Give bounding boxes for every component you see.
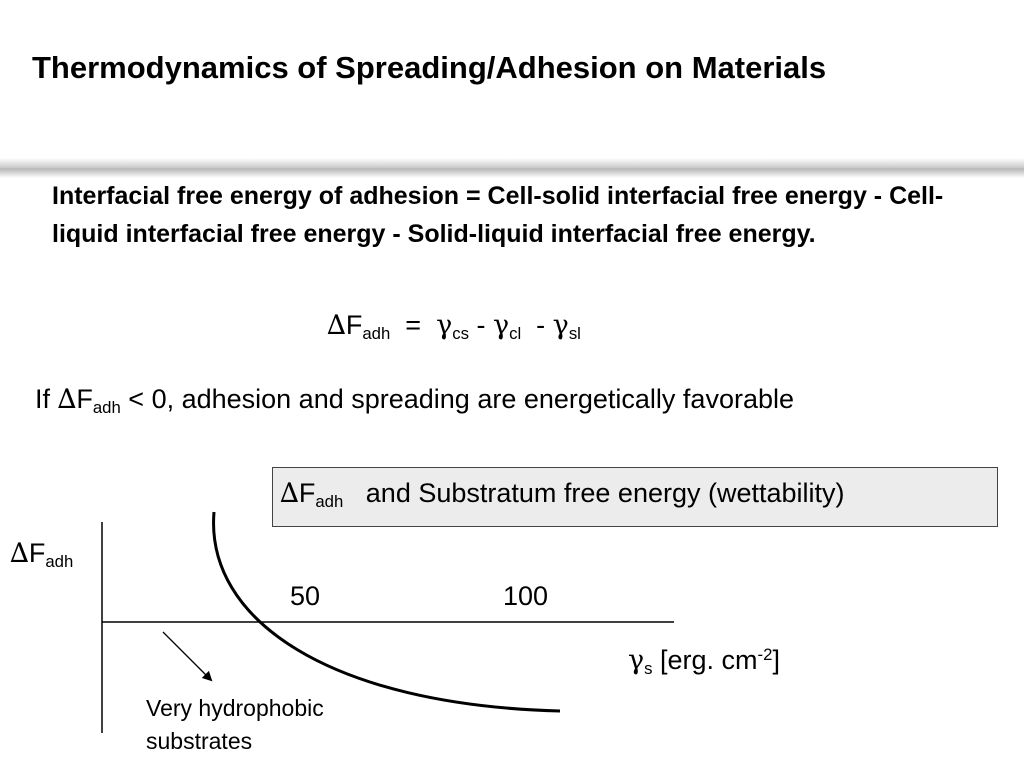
condition-suffix: < 0, adhesion and spreading are energeti… [120, 384, 795, 414]
y-label-sub: adh [45, 552, 74, 572]
x-axis-label: γs [erg. cm-2] [628, 645, 780, 679]
delta-symbol: ∆ [10, 538, 29, 569]
box-f: F [298, 478, 316, 508]
annotation-line: substrates [146, 728, 253, 754]
x-tick-label: 50 [290, 581, 320, 611]
gamma-symbol: γ [628, 645, 645, 677]
title-divider [0, 158, 1024, 178]
eq-lhs: F [345, 310, 363, 340]
y-label-f: F [28, 538, 46, 568]
delta-symbol: ∆ [327, 310, 346, 341]
wettability-box-text: ∆Fadh and Substratum free energy (wettab… [280, 478, 845, 512]
gamma-cl-sub: cl [509, 324, 522, 344]
x-tick-label: 100 [503, 581, 548, 611]
gamma-symbol: γ [552, 310, 569, 341]
eq-lhs-sub: adh [362, 324, 391, 344]
gamma-symbol: γ [436, 310, 453, 341]
annotation-arrow [162, 631, 213, 682]
slide-title: Thermodynamics of Spreading/Adhesion on … [32, 50, 827, 85]
condition-prefix: If [35, 384, 58, 414]
definition-text: Interfacial free energy of adhesion = Ce… [52, 182, 944, 248]
gamma-cs-sub: cs [452, 324, 469, 344]
x-label-sup: -2 [757, 645, 773, 664]
adhesion-curve [212, 511, 561, 713]
x-label-sub: s [644, 659, 653, 679]
wettability-box [272, 467, 998, 527]
delta-symbol: ∆ [57, 384, 77, 415]
condition-f: F [76, 384, 93, 414]
gamma-symbol: γ [492, 310, 510, 341]
gamma-sl-sub: sl [568, 324, 581, 344]
favorability-condition: If ∆Fadh < 0, adhesion and spreading are… [35, 384, 794, 418]
annotation-line: Very hydrophobic [146, 695, 324, 721]
box-sub: adh [315, 492, 344, 512]
x-label-close: ] [772, 645, 780, 676]
box-text: and Substratum free energy (wettability) [343, 478, 845, 508]
eq-minus: - [521, 310, 553, 340]
eq-equals: = [390, 310, 437, 340]
hydrophobic-annotation: Very hydrophobic substrates [146, 692, 324, 758]
condition-sub: adh [92, 398, 121, 418]
x-label-text: [erg. cm [652, 645, 758, 676]
eq-minus: - [468, 310, 493, 340]
y-axis-label: ∆Fadh [10, 538, 73, 572]
adhesion-equation: ∆Fadh = γcs - γcl - γsl [327, 310, 581, 344]
delta-symbol: ∆ [280, 478, 299, 509]
